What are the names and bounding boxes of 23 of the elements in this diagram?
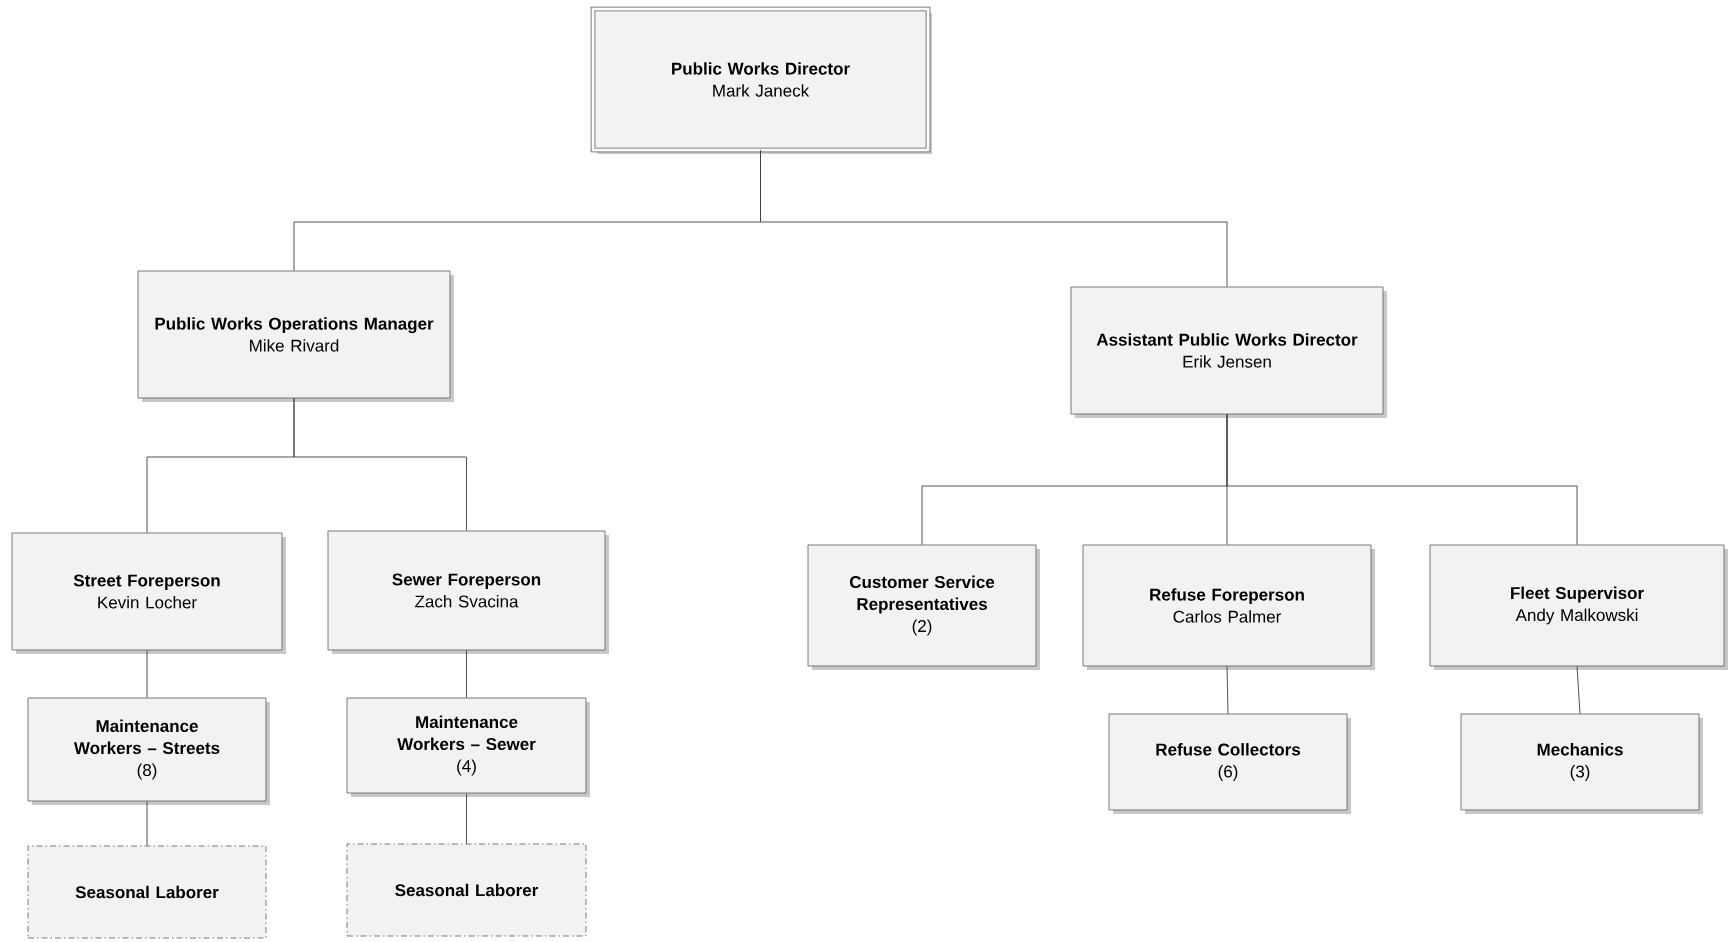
position-box: Maintenance Workers – Sewer (4) <box>346 697 590 797</box>
connector-line <box>466 649 467 699</box>
connector-line <box>466 792 467 845</box>
position-box: Seasonal Laborer <box>346 843 587 937</box>
connector-line <box>760 149 1228 288</box>
position-box: Public Works Director Mark Janeck <box>590 6 932 154</box>
connector-line <box>1226 665 1229 715</box>
position-box: Assistant Public Works Director Erik Jensen <box>1070 286 1387 418</box>
connector-line <box>146 800 148 847</box>
position-box: Refuse Collectors (6) <box>1108 713 1351 814</box>
position-box: Public Works Operations Manager Mike Rivard <box>137 270 454 402</box>
position-box: Fleet Supervisor Andy Malkowski <box>1429 544 1728 670</box>
position-box: Street Foreperson Kevin Locher <box>11 532 286 654</box>
connector-line <box>1576 665 1581 715</box>
position-box: Maintenance Workers – Streets (8) <box>27 697 270 805</box>
position-box: Customer Service Representatives (2) <box>807 544 1040 670</box>
position-box: Refuse Foreperson Carlos Palmer <box>1082 544 1375 670</box>
connector-line <box>293 397 467 532</box>
position-box: Mechanics (3) <box>1460 713 1704 814</box>
connector-line <box>1226 413 1578 546</box>
position-box: Seasonal Laborer <box>27 845 267 939</box>
connector-line <box>146 649 148 699</box>
position-box: Sewer Foreperson Zach Svacina <box>327 530 609 654</box>
